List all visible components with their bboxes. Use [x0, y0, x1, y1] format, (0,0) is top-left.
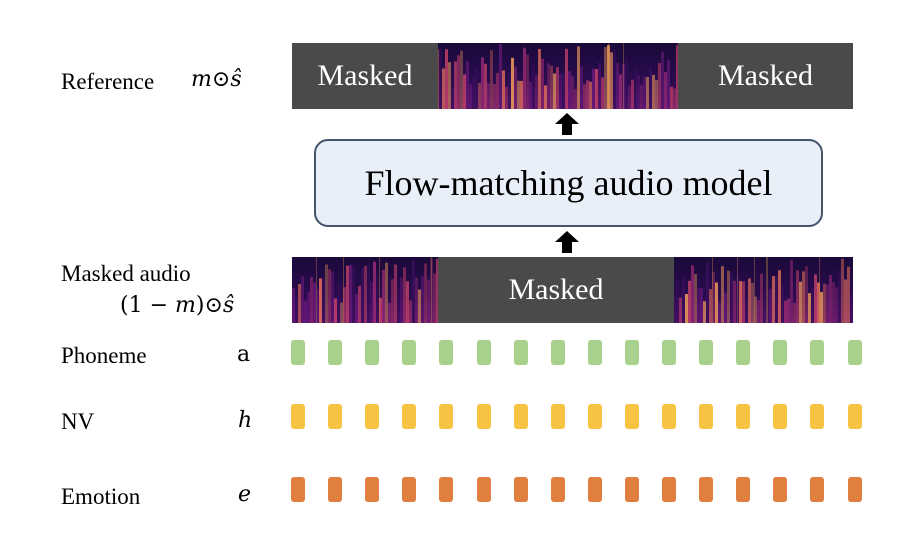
masked-audio-mask-center: Masked	[438, 257, 674, 323]
phoneme-token	[773, 340, 787, 365]
phoneme-token	[291, 340, 305, 365]
reference-formula: m⊙ŝ	[191, 69, 242, 91]
masked-audio-formula-odot: ⊙	[204, 293, 223, 318]
nv-token	[439, 404, 453, 429]
phoneme-token	[810, 340, 824, 365]
nv-token	[699, 404, 713, 429]
phoneme-token	[699, 340, 713, 365]
emotion-token	[848, 477, 862, 502]
emotion-token	[551, 477, 565, 502]
nv-label: NV	[61, 409, 95, 434]
phoneme-token	[551, 340, 565, 365]
nv-token	[514, 404, 528, 429]
arrow-up-icon	[555, 231, 579, 253]
arrow-up-icon	[555, 113, 579, 135]
nv-token	[773, 404, 787, 429]
emotion-token	[810, 477, 824, 502]
nv-token	[291, 404, 305, 429]
reference-label: Reference	[61, 69, 155, 94]
phoneme-token	[848, 340, 862, 365]
reference-formula-odot: ⊙	[211, 67, 231, 92]
emotion-token	[291, 477, 305, 502]
emotion-token	[699, 477, 713, 502]
reference-spectrogram: Masked Masked	[292, 43, 853, 109]
nv-token	[477, 404, 491, 429]
nv-token	[402, 404, 416, 429]
nv-symbol: h	[238, 408, 253, 433]
phoneme-token	[328, 340, 342, 365]
nv-token	[551, 404, 565, 429]
emotion-symbol: e	[238, 482, 252, 507]
reference-formula-s: ŝ	[230, 67, 242, 92]
emotion-token	[439, 477, 453, 502]
phoneme-token	[365, 340, 379, 365]
phoneme-symbol: a	[237, 342, 251, 367]
nv-token	[588, 404, 602, 429]
emotion-token	[514, 477, 528, 502]
reference-mask-left: Masked	[292, 43, 438, 109]
phoneme-token	[736, 340, 750, 365]
emotion-token	[662, 477, 676, 502]
phoneme-token	[439, 340, 453, 365]
masked-audio-label: Masked audio	[61, 261, 191, 286]
nv-token	[625, 404, 639, 429]
emotion-token	[328, 477, 342, 502]
emotion-token	[402, 477, 416, 502]
masked-audio-formula-m: m	[175, 293, 196, 318]
nv-token	[328, 404, 342, 429]
masked-audio-formula: (1 − m)⊙ŝ	[120, 295, 234, 317]
phoneme-token	[588, 340, 602, 365]
emotion-token	[736, 477, 750, 502]
phoneme-token	[514, 340, 528, 365]
nv-token	[662, 404, 676, 429]
phoneme-label: Phoneme	[61, 343, 147, 368]
emotion-token	[773, 477, 787, 502]
reference-mask-right: Masked	[678, 43, 853, 109]
emotion-token	[477, 477, 491, 502]
model-title: Flow-matching audio model	[364, 163, 773, 203]
masked-audio-formula-s: ŝ	[222, 293, 235, 318]
nv-token	[810, 404, 824, 429]
phoneme-token	[662, 340, 676, 365]
emotion-label: Emotion	[61, 484, 141, 509]
masked-audio-formula-open: (1 −	[120, 293, 175, 318]
nv-token	[848, 404, 862, 429]
reference-formula-m: m	[191, 67, 212, 92]
phoneme-token	[402, 340, 416, 365]
emotion-token	[365, 477, 379, 502]
nv-token	[736, 404, 750, 429]
phoneme-token	[477, 340, 491, 365]
phoneme-token	[625, 340, 639, 365]
flow-matching-model-box: Flow-matching audio model	[314, 139, 823, 227]
emotion-token	[588, 477, 602, 502]
masked-audio-formula-close: )	[195, 293, 205, 318]
masked-audio-spectrogram: Masked	[292, 257, 853, 323]
nv-token	[365, 404, 379, 429]
emotion-token	[625, 477, 639, 502]
